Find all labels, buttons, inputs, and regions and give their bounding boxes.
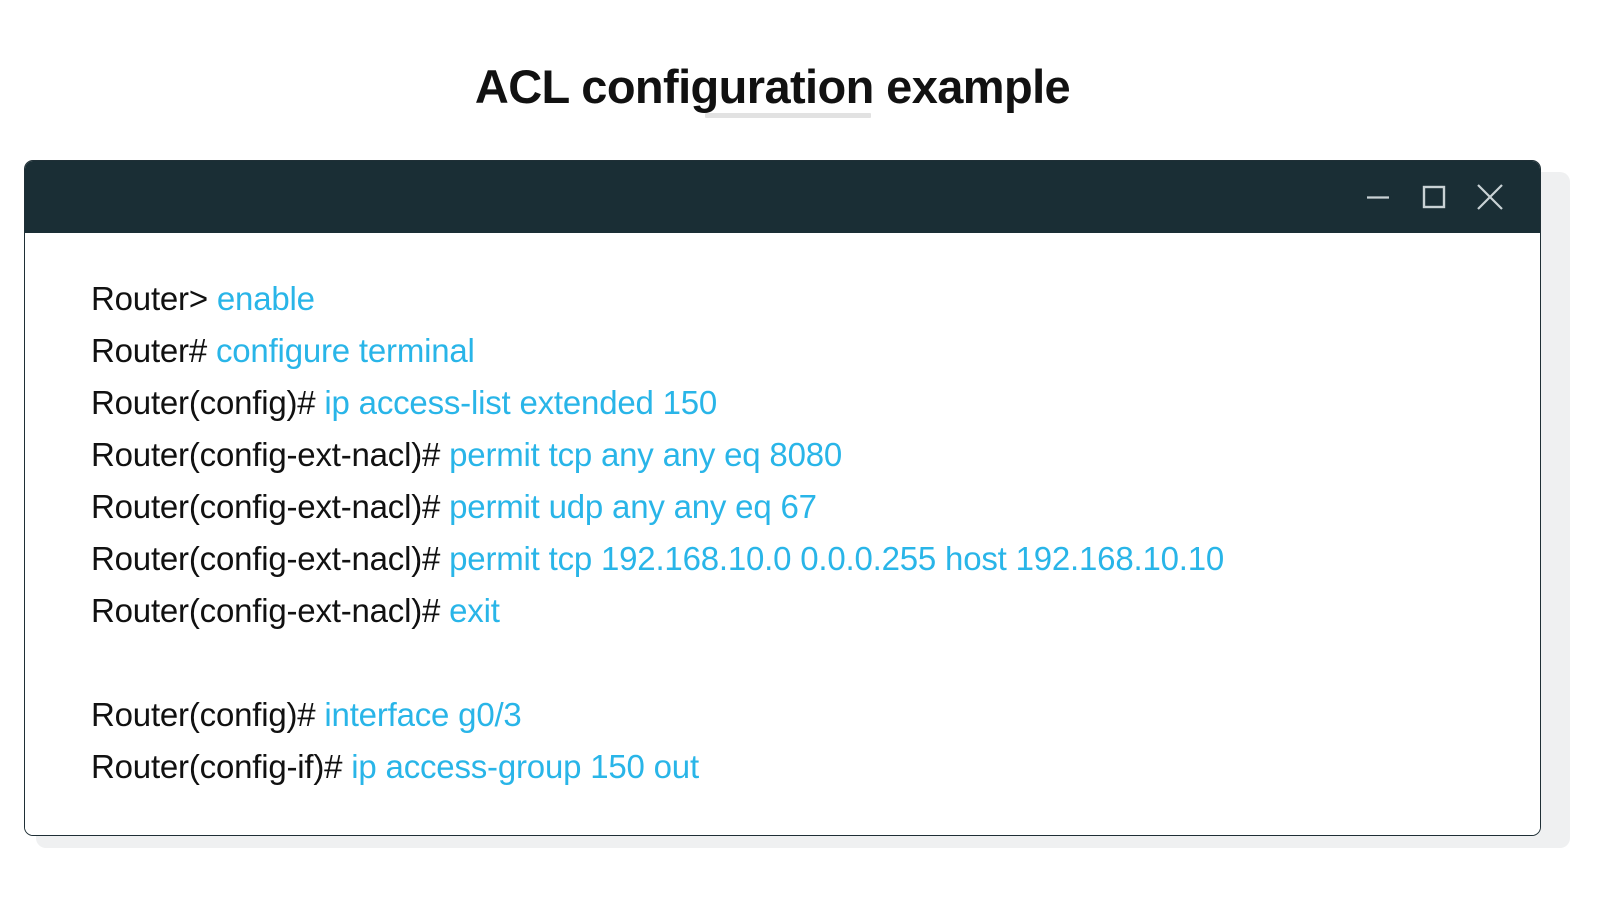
terminal-line (91, 637, 1540, 689)
terminal-prompt: Router(config-ext-nacl)# (91, 592, 450, 629)
terminal-command: permit udp any any eq 67 (449, 488, 817, 525)
terminal-command: permit tcp 192.168.10.0 0.0.0.255 host 1… (449, 540, 1225, 577)
maximize-icon (1419, 182, 1449, 212)
terminal-command: ip access-group 150 out (351, 748, 699, 785)
terminal-command: configure terminal (215, 332, 475, 369)
terminal-line: Router(config)# ip access-list extended … (91, 377, 1540, 429)
terminal-prompt: Router(config)# (91, 384, 325, 421)
minimize-button[interactable] (1350, 169, 1406, 225)
minimize-icon (1363, 182, 1393, 212)
terminal-command: ip access-list extended 150 (324, 384, 718, 421)
terminal-prompt: Router# (91, 332, 216, 369)
terminal-line: Router(config-ext-nacl)# exit (91, 585, 1540, 637)
terminal-line: Router(config-ext-nacl)# permit tcp 192.… (91, 533, 1540, 585)
terminal-prompt: Router(config-if)# (91, 748, 352, 785)
terminal-line: Router(config-ext-nacl)# permit tcp any … (91, 429, 1540, 481)
close-icon (1473, 180, 1507, 214)
terminal-line: Router(config-ext-nacl)# permit udp any … (91, 481, 1540, 533)
title-divider (705, 113, 871, 118)
terminal-prompt: Router> (91, 280, 217, 317)
terminal-command: exit (449, 592, 500, 629)
terminal-command: enable (216, 280, 315, 317)
terminal-prompt: Router(config-ext-nacl)# (91, 540, 450, 577)
terminal-command: permit tcp any any eq 8080 (449, 436, 843, 473)
terminal-command: interface g0/3 (324, 696, 522, 733)
page-title: ACL configuration example (474, 60, 1071, 114)
terminal-prompt: Router(config)# (91, 696, 325, 733)
terminal-prompt: Router(config-ext-nacl)# (91, 436, 450, 473)
close-button[interactable] (1462, 169, 1518, 225)
terminal-line: Router# configure terminal (91, 325, 1540, 377)
terminal-line: Router(config-if)# ip access-group 150 o… (91, 741, 1540, 793)
terminal-prompt: Router(config-ext-nacl)# (91, 488, 450, 525)
terminal-line: Router(config)# interface g0/3 (91, 689, 1540, 741)
maximize-button[interactable] (1406, 169, 1462, 225)
terminal-titlebar[interactable] (25, 161, 1540, 233)
terminal-line: Router> enable (91, 273, 1540, 325)
